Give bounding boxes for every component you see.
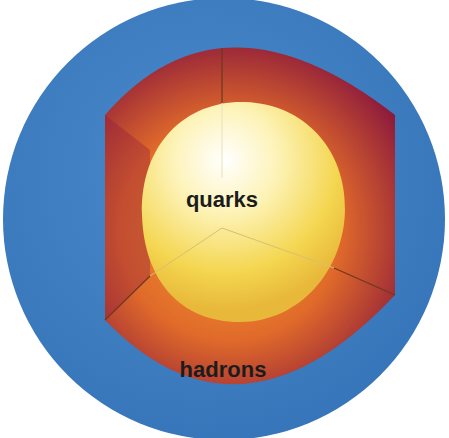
quark-core: quarks — [140, 100, 345, 322]
region-label: hadrons — [180, 357, 267, 383]
hadron-shell: hadrons quarks — [100, 40, 400, 395]
region-label: quarks — [186, 187, 258, 213]
